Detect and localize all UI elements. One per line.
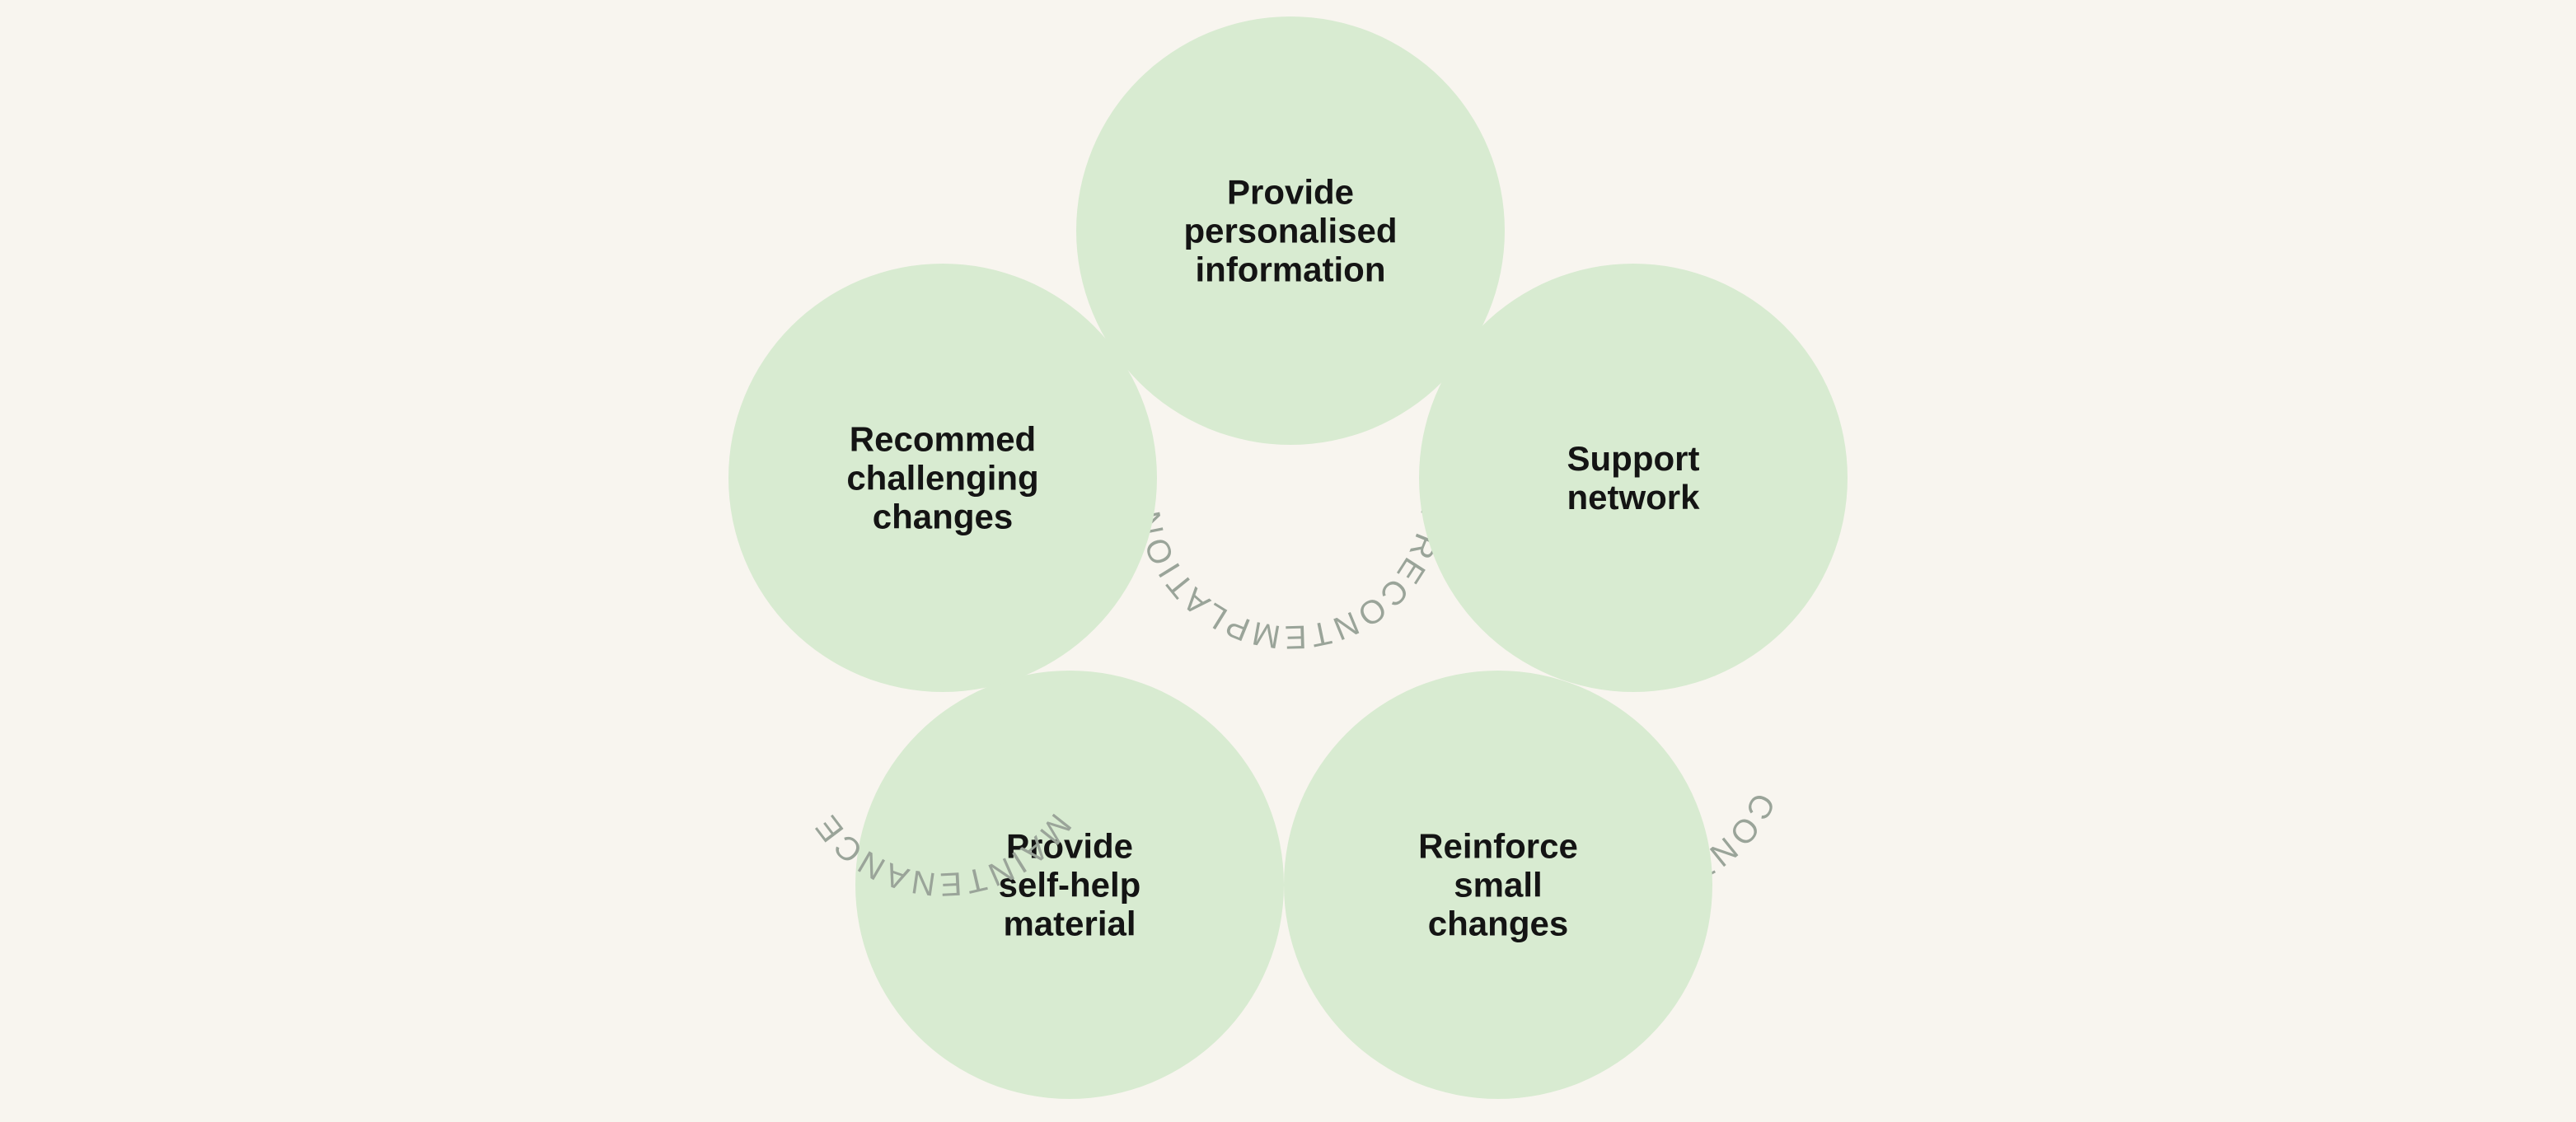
- maintenance-strategy-text: Recommed challenging changes: [846, 419, 1039, 536]
- preparation-circle: [1284, 671, 1712, 1099]
- precontemplation-stage-name: PRECONTEMPLATION: [1131, 506, 1451, 656]
- stage-contemplation: CONTEMPLATION Support network: [1419, 264, 1848, 903]
- stage-preparation: PREPARATION Reinforce small changes: [1284, 671, 1712, 1099]
- action-strategy-text: Provide self-help material: [998, 826, 1141, 943]
- stage-action: ACTION Provide self-help material: [855, 671, 1284, 1099]
- contemplation-circle: [1419, 264, 1848, 692]
- precontemplation-circle: [1076, 16, 1505, 445]
- stage-maintenance: MAINTENANCE Recommed challenging changes: [728, 264, 1157, 902]
- action-circle: [855, 671, 1284, 1099]
- precontemplation-strategy-text: Provide personalised information: [1183, 172, 1398, 289]
- preparation-strategy-text: Reinforce small changes: [1418, 826, 1578, 943]
- contemplation-strategy-text: Support network: [1567, 438, 1700, 517]
- maintenance-circle: [728, 264, 1157, 692]
